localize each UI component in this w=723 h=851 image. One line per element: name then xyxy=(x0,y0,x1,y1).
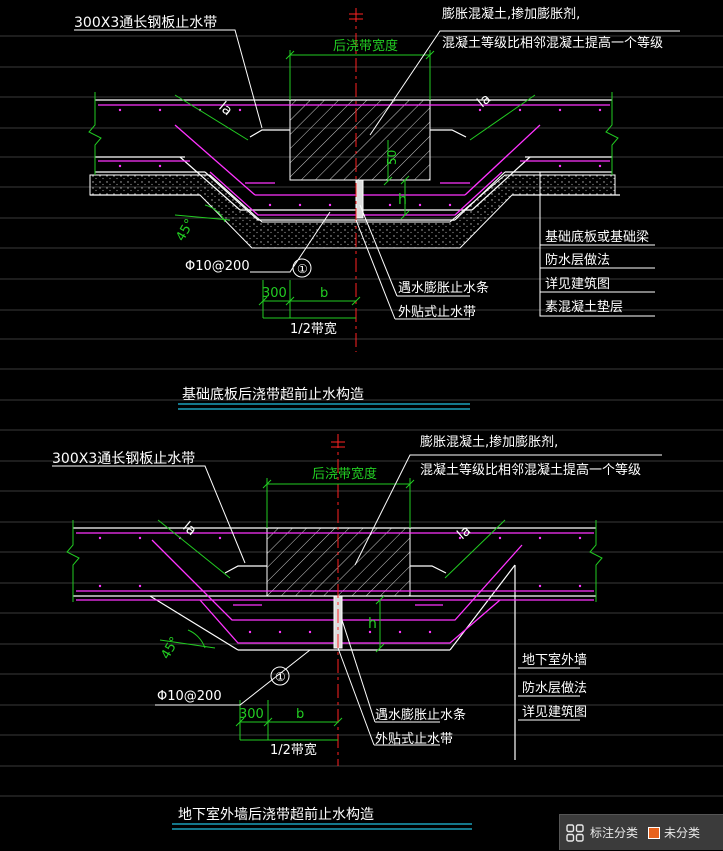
annotation-statusbar: 标注分类 未分类 xyxy=(559,814,723,850)
top-title-underline xyxy=(178,403,470,410)
top-expand-note-1: 膨胀混凝土,掺加膨胀剂, xyxy=(442,6,580,22)
top-steel-stop-label: 300X3通长钢板止水带 xyxy=(74,15,217,31)
bottom-la-right: la xyxy=(454,523,474,543)
top-legend-4: 素混凝土垫层 xyxy=(545,299,623,315)
top-dim-half: 1/2带宽 xyxy=(290,321,337,337)
bottom-dimensions xyxy=(157,478,506,741)
top-circle-marker xyxy=(292,258,312,278)
bottom-expand-note-1: 膨胀混凝土,掺加膨胀剂, xyxy=(420,434,558,450)
top-circle-num: ① xyxy=(297,262,308,276)
top-cushion xyxy=(89,174,616,249)
grid-icon[interactable] xyxy=(560,815,590,851)
bottom-detail[interactable]: 300X3通长钢板止水带 膨胀混凝土,掺加膨胀剂, 混凝土等级比相邻混凝土提高一… xyxy=(52,434,662,830)
bottom-title: 地下室外墙后浇带超前止水构造 xyxy=(178,806,374,823)
top-pour-band xyxy=(289,99,431,181)
bottom-dim-b: b xyxy=(296,707,304,722)
top-break-lines xyxy=(88,92,619,175)
bottom-expand-note-2: 混凝土等级比相邻混凝土提高一个等级 xyxy=(420,462,641,478)
bottom-dim-300: 300 xyxy=(239,707,264,722)
bottom-outer-stop-label: 外贴式止水带 xyxy=(375,732,453,747)
top-center-axis xyxy=(349,8,363,352)
top-swell-strip xyxy=(355,179,364,219)
bottom-swell-strip-label: 遇水膨胀止水条 xyxy=(375,707,466,723)
top-angle: 45° xyxy=(173,217,198,244)
top-dim-h: h xyxy=(398,192,407,208)
bottom-rebar-label: Φ10@200 xyxy=(157,689,222,704)
bottom-angle: 45° xyxy=(158,635,183,662)
top-expand-note-2: 混凝土等级比相邻混凝土提高一个等级 xyxy=(442,35,663,51)
top-la-right: la xyxy=(474,91,494,111)
unclassified-button[interactable]: 未分类 xyxy=(664,826,701,840)
top-outer-stop-label: 外贴式止水带 xyxy=(398,305,476,320)
annotate-category-button[interactable]: 标注分类 xyxy=(590,826,639,840)
unclassified-swatch xyxy=(648,826,661,839)
top-dimensions xyxy=(174,50,536,319)
bottom-center-axis xyxy=(331,434,345,766)
top-dim-300: 300 xyxy=(262,286,287,301)
bottom-dim-half: 1/2带宽 xyxy=(270,742,317,758)
top-dim-b: b xyxy=(320,286,328,301)
top-swell-strip-label: 遇水膨胀止水条 xyxy=(398,280,489,296)
top-legend-1: 基础底板或基础梁 xyxy=(545,229,649,245)
top-steel-waterstop xyxy=(249,129,467,138)
bottom-band-width-label: 后浇带宽度 xyxy=(312,466,377,482)
top-leaders xyxy=(74,29,680,320)
bottom-steel-stop-label: 300X3通长钢板止水带 xyxy=(52,451,195,467)
top-rebar-dots xyxy=(118,108,602,207)
bottom-steel-waterstop xyxy=(224,565,447,574)
bottom-legend-2: 防水层做法 xyxy=(522,680,587,696)
bottom-legend-1: 地下室外墙 xyxy=(522,652,587,668)
top-legend-2: 防水层做法 xyxy=(545,252,610,268)
bottom-legend-3: 详见建筑图 xyxy=(522,704,587,720)
bottom-dim-h: h xyxy=(368,616,377,632)
bottom-leaders xyxy=(52,454,662,746)
bottom-circle-marker xyxy=(270,666,290,686)
bottom-title-underline xyxy=(172,823,472,830)
top-band-width-label: 后浇带宽度 xyxy=(333,38,398,54)
top-detail[interactable]: 300X3通长钢板止水带 膨胀混凝土,掺加膨胀剂, 混凝土等级比相邻混凝土提高一… xyxy=(74,6,680,410)
top-legend-3: 详见建筑图 xyxy=(545,276,610,292)
top-title: 基础底板后浇带超前止水构造 xyxy=(182,386,364,403)
top-rebar-label: Φ10@200 xyxy=(185,259,250,274)
top-la-left: la xyxy=(215,99,235,119)
bottom-rebar-dots xyxy=(98,536,582,634)
bottom-break-lines xyxy=(66,520,603,602)
bottom-circle-num: ① xyxy=(275,670,286,684)
top-dim-50: 50 xyxy=(385,150,399,165)
